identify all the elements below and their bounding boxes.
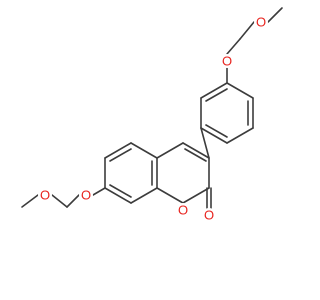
svg-text:O: O	[40, 188, 50, 203]
phenyl-ring	[200, 82, 254, 159]
right-mom-chain	[226, 7, 283, 84]
left-mom-chain	[21, 187, 106, 208]
atom-o-methoxy-right: O	[254, 15, 268, 30]
atom-o-ring: O	[176, 203, 190, 218]
svg-text:O: O	[256, 15, 266, 30]
benzo-ring	[104, 142, 158, 204]
atom-o-ether-left: O	[79, 188, 93, 203]
atom-o-carbonyl: O	[202, 208, 216, 223]
structure-canvas: O O O O O O	[21, 7, 283, 223]
svg-text:O: O	[178, 203, 188, 218]
molecule-structure: O O O O O O	[21, 7, 283, 223]
svg-text:O: O	[204, 208, 214, 223]
atom-o-methoxy-left: O	[38, 188, 52, 203]
svg-text:O: O	[222, 54, 232, 69]
pyranone-ring	[156, 142, 212, 212]
svg-text:O: O	[81, 188, 91, 203]
atom-o-ether-right: O	[220, 54, 234, 69]
